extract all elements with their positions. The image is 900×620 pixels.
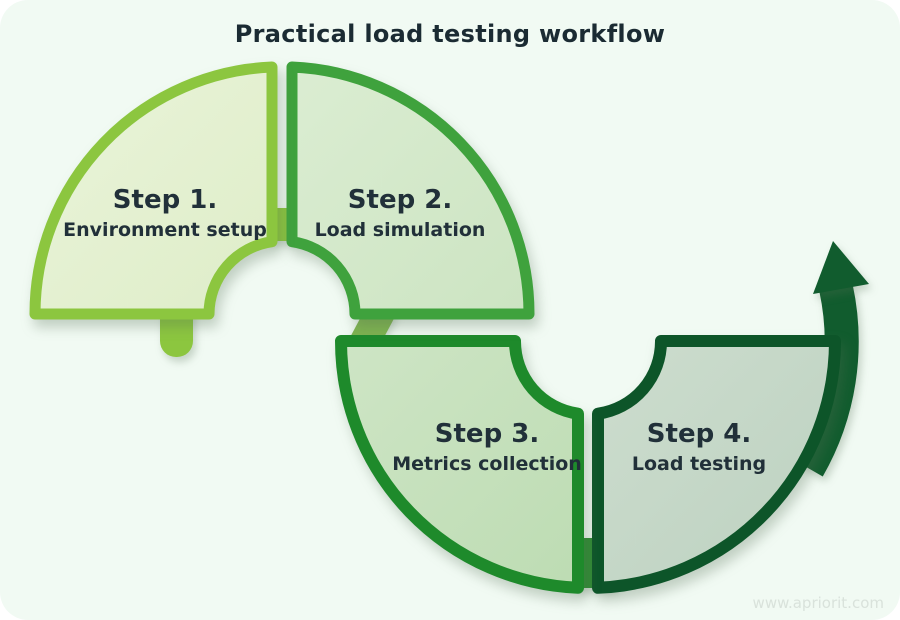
arrow-shaft <box>793 284 859 477</box>
step-3-text: Step 3. Metrics collection <box>392 420 582 475</box>
step-2-sublabel: Load simulation <box>314 218 486 241</box>
page-title: Practical load testing workflow <box>234 20 666 48</box>
watermark: www.apriorit.com <box>752 594 884 612</box>
step-1-sublabel: Environment setup <box>63 218 267 241</box>
step-3-label: Step 3. <box>434 419 540 449</box>
step-4-sublabel: Load testing <box>631 452 767 475</box>
step-2-segment <box>286 61 535 320</box>
step-1-text: Step 1. Environment setup <box>63 186 267 241</box>
arrow-head-icon <box>813 241 869 294</box>
step-3-sublabel: Metrics collection <box>392 452 582 475</box>
step-3-segment <box>335 335 584 594</box>
step-1-segment <box>29 61 278 320</box>
step-1-label: Step 1. <box>112 185 218 215</box>
step-4-segment <box>592 335 841 594</box>
step-2-label: Step 2. <box>347 185 453 215</box>
step-4-label: Step 4. <box>646 419 752 449</box>
step-2-text: Step 2. Load simulation <box>315 186 486 241</box>
step-4-text: Step 4. Load testing <box>632 420 766 475</box>
